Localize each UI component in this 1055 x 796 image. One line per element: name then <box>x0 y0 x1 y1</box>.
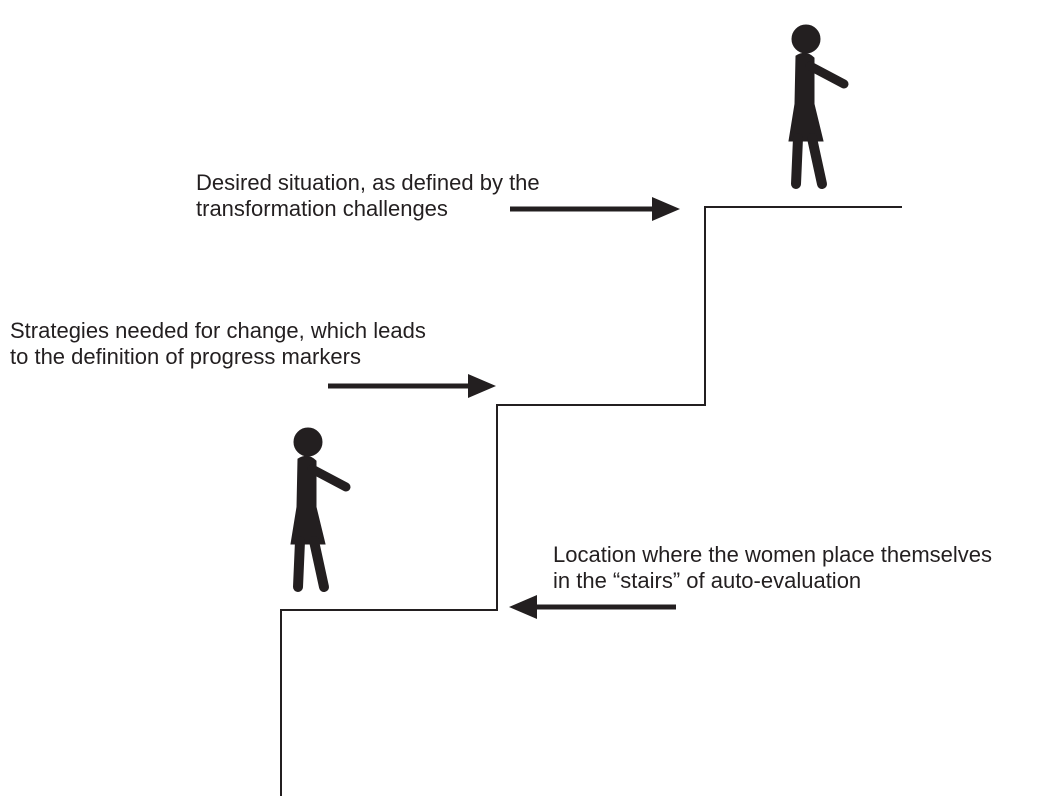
arrow-left-icon <box>509 595 676 619</box>
strategies-line-2: to the definition of progress markers <box>10 344 361 369</box>
woman-figure-icon <box>291 428 346 587</box>
location-line-1: Location where the women place themselve… <box>553 542 993 567</box>
arrow-right-icon <box>328 374 496 398</box>
desired-situation-line-2: transformation challenges <box>196 196 448 221</box>
location-line-2: in the “stairs” of auto-evaluation <box>553 568 862 593</box>
location-label: Location where the women place themselve… <box>553 542 992 594</box>
arrow-right-icon <box>510 197 680 221</box>
strategies-line-1: Strategies needed for change, which lead… <box>10 318 426 343</box>
desired-situation-label: Desired situation, as defined by the tra… <box>196 170 540 222</box>
strategies-label: Strategies needed for change, which lead… <box>10 318 426 370</box>
desired-situation-line-1: Desired situation, as defined by the <box>196 170 540 195</box>
woman-figure-icon <box>789 25 844 184</box>
staircase-outline <box>280 206 902 796</box>
